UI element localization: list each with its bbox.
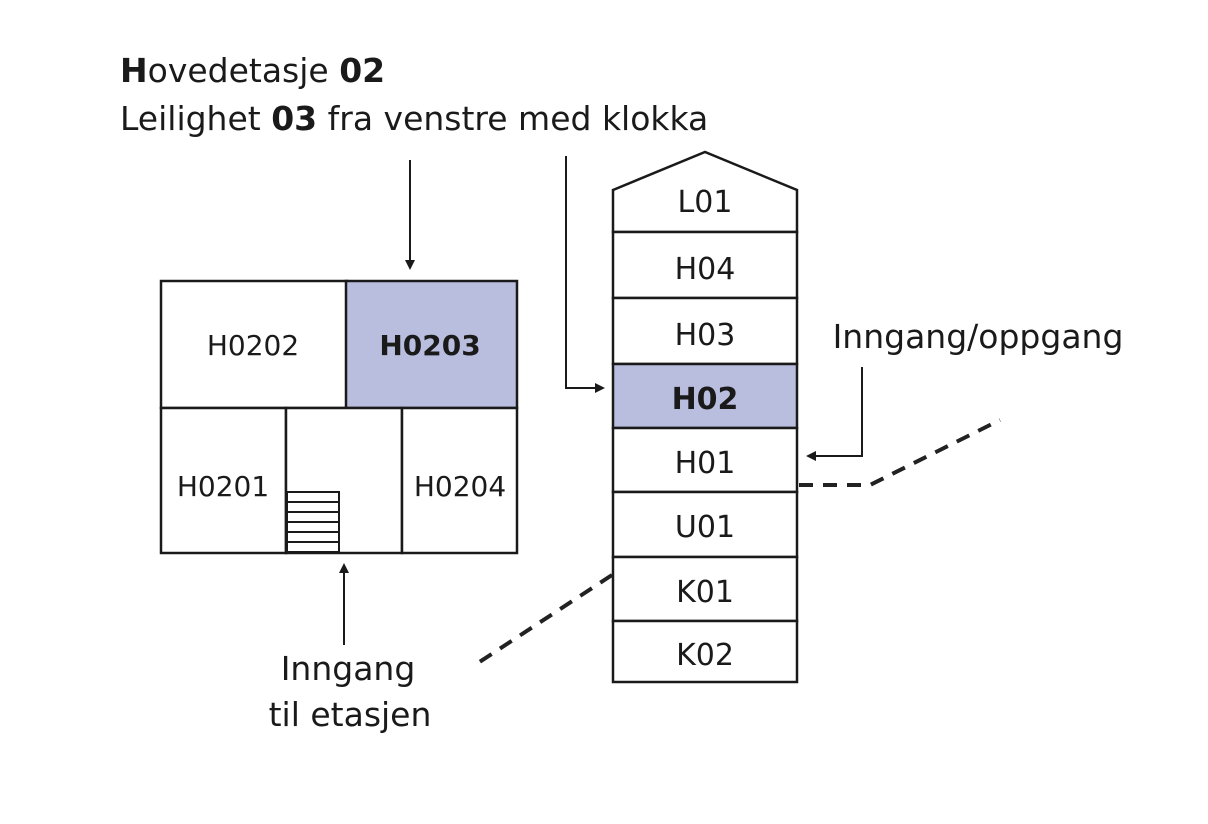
- floor-label: H04: [675, 252, 736, 287]
- floor-k01[interactable]: [611, 555, 799, 623]
- floor-l01[interactable]: [611, 150, 799, 234]
- unit-h0201[interactable]: [159, 406, 288, 555]
- unit-h0204[interactable]: [400, 406, 519, 555]
- floor-h04[interactable]: [611, 230, 799, 300]
- unit-label: H0201: [177, 470, 269, 503]
- floor-label: L01: [678, 185, 733, 220]
- ground-line-left: [476, 573, 614, 665]
- floor-label: K02: [676, 638, 734, 673]
- unit-h0203[interactable]: [344, 279, 519, 410]
- floor-label: U01: [675, 510, 735, 545]
- floor-h01[interactable]: [611, 426, 799, 494]
- floor-plan: H0202 H0203 H0201 H0204: [159, 279, 519, 555]
- floor-label: H02: [672, 382, 739, 417]
- entrance-label-2: til etasjen: [269, 695, 432, 734]
- floor-label: K01: [676, 575, 734, 610]
- building-section: L01 H04 H03 H02 H01 U01 K01 K02: [611, 150, 799, 684]
- unit-label: H0204: [414, 470, 506, 503]
- floor-label: H01: [675, 446, 736, 481]
- floor-h03[interactable]: [611, 296, 799, 366]
- unit-label: H0202: [207, 329, 299, 362]
- floor-label: H03: [675, 318, 736, 353]
- entrance-label-1: Inngang: [281, 649, 416, 688]
- floor-k02[interactable]: [611, 619, 799, 684]
- building-entrance-label: Inngang/oppgang: [833, 317, 1124, 356]
- arrow-to-floor: [565, 156, 605, 393]
- ground-line-right: [799, 418, 1001, 487]
- stairs-icon: [286, 491, 340, 553]
- unit-label: H0203: [379, 329, 480, 362]
- heading-line-2: Leilighet 03 fra venstre med klokka: [120, 99, 708, 138]
- floor-h02[interactable]: [611, 362, 799, 430]
- building-entrance-arrow: [806, 367, 863, 461]
- floor-u01[interactable]: [611, 490, 799, 559]
- heading-line-1: Hovedetasje 02: [120, 51, 385, 90]
